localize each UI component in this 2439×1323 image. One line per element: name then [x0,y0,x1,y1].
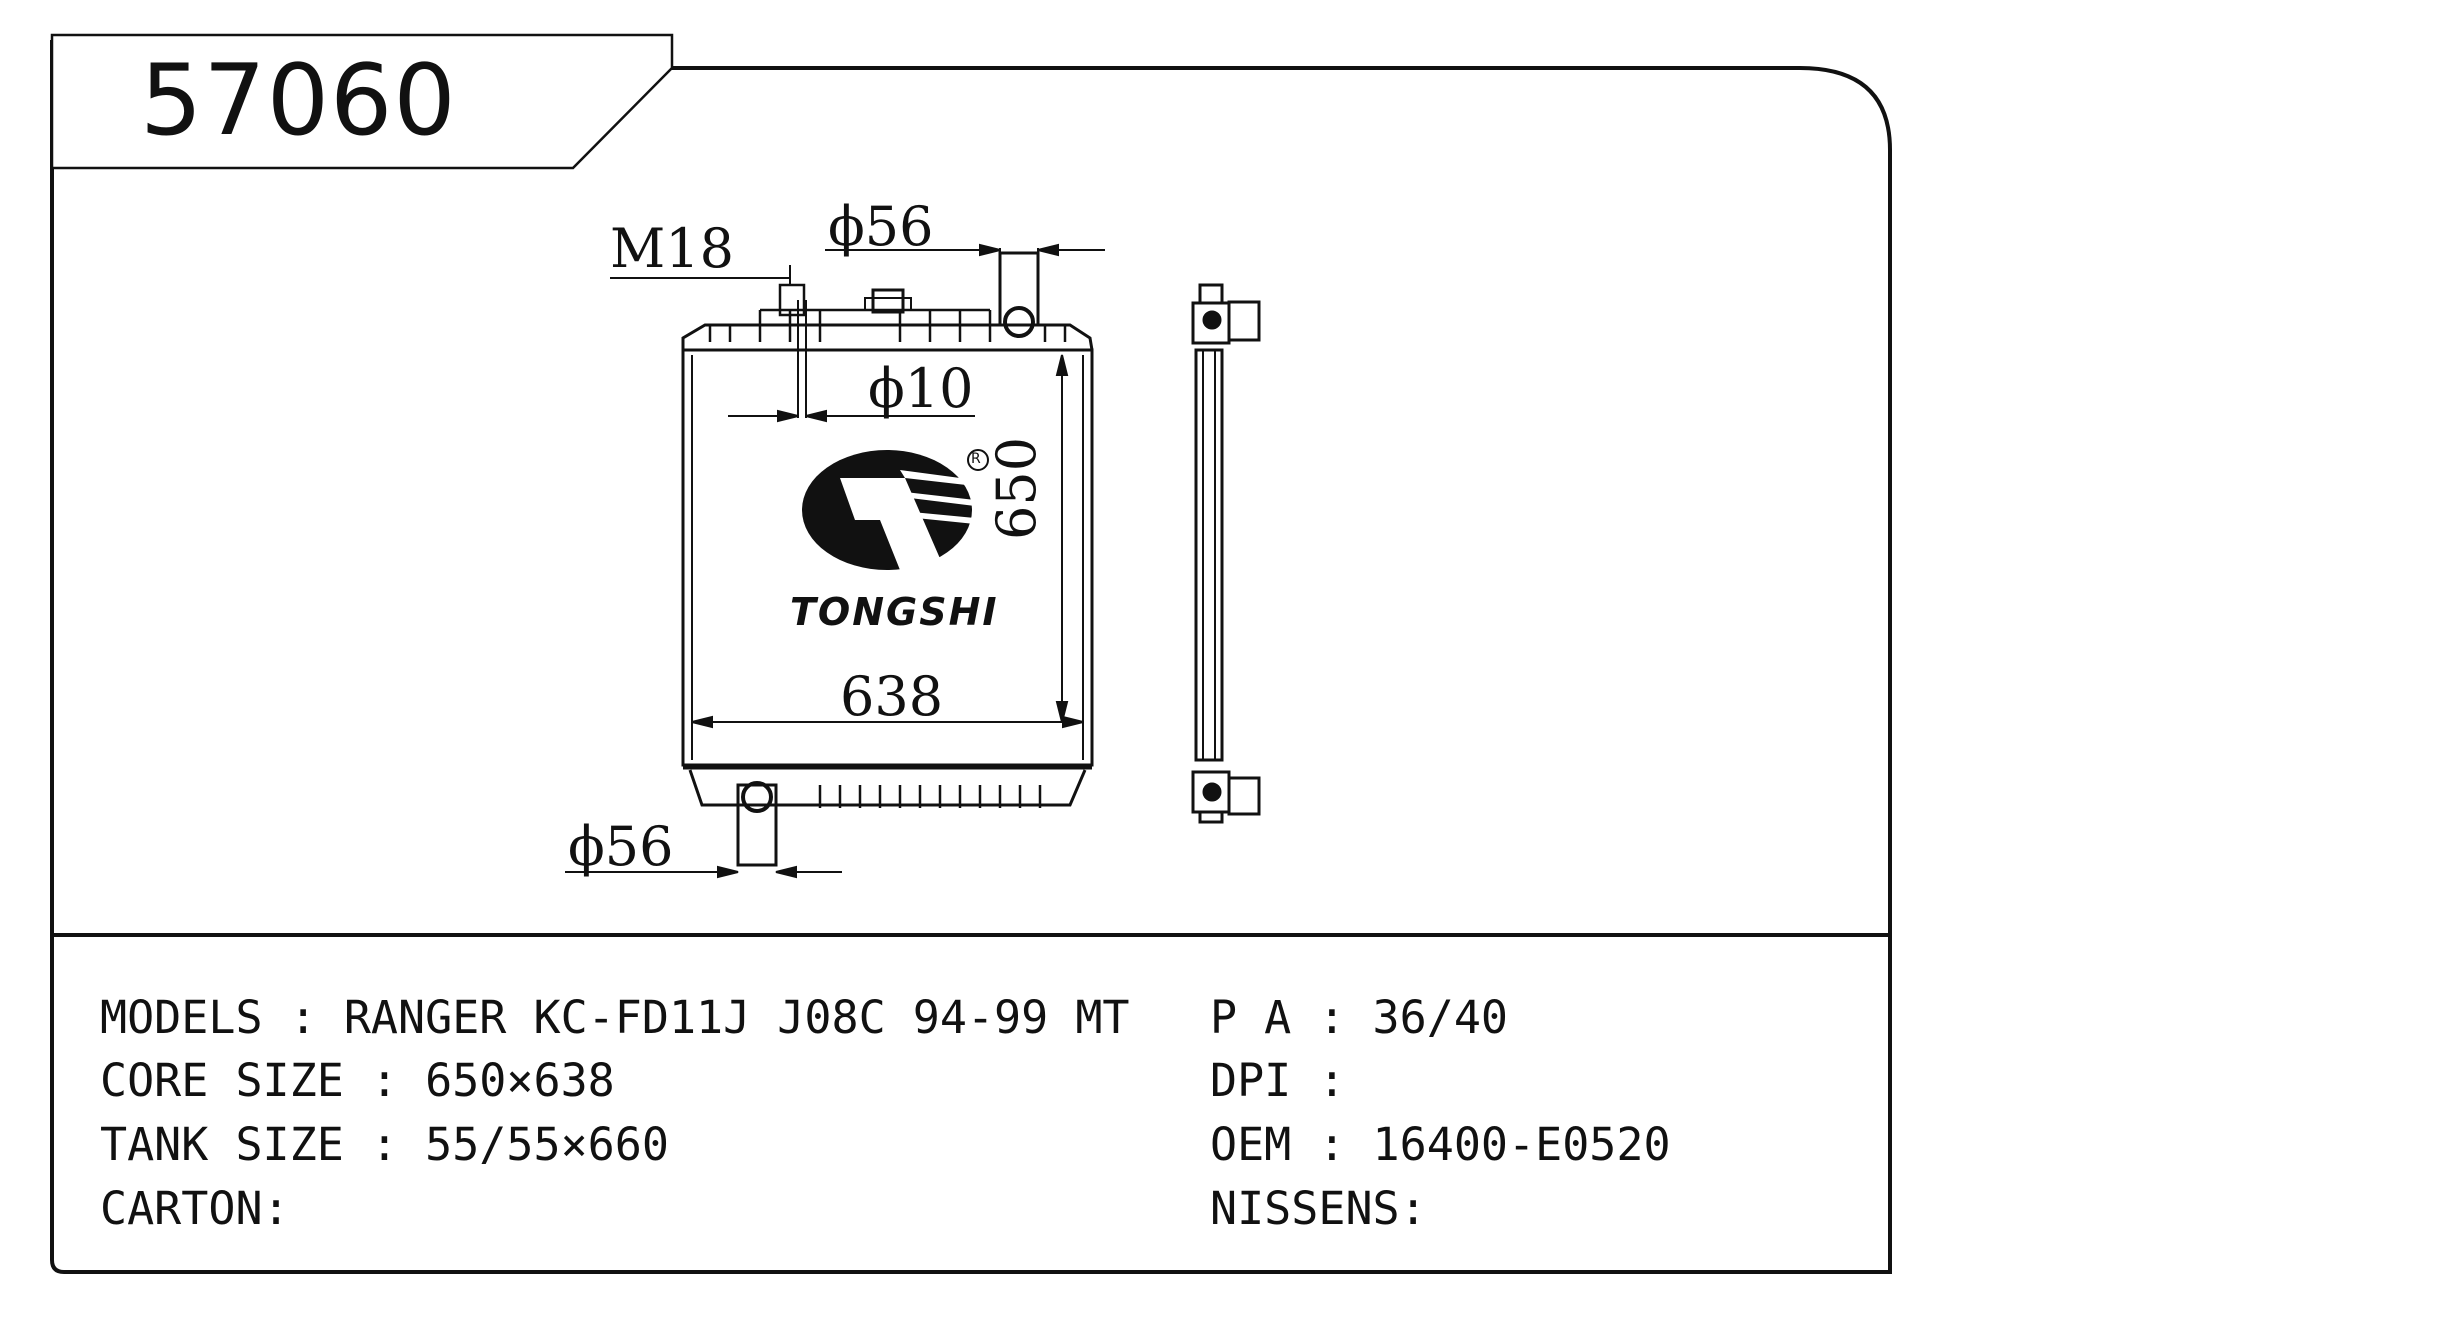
dim-638: 638 [840,665,944,728]
dimension-lines [565,243,1105,879]
spec-carton: CARTON: [100,1182,290,1235]
spec-core-size: CORE SIZE : 650×638 [100,1054,615,1107]
header-tab [50,33,674,170]
radiator-side-view [1191,283,1261,824]
dim-phi10: ϕ10 [868,357,974,420]
part-number: 57060 [140,44,457,158]
spec-nissens: NISSENS: [1210,1182,1427,1235]
outer-frame [50,40,1892,1274]
dim-phi56-top: ϕ56 [828,195,934,258]
radiator-front-view [681,251,1094,867]
spec-models: MODELS : RANGER KC-FD11J J08C 94-99 MT [100,991,1130,1044]
spec-oem: OEM : 16400-E0520 [1210,1118,1671,1171]
dim-650: 650 [985,436,1048,540]
spec-tank-size: TANK SIZE : 55/55×660 [100,1118,669,1171]
dim-phi56-bottom: ϕ56 [568,815,674,878]
brand-name: TONGSHI [790,590,999,634]
spec-pa: P A : 36/40 [1210,991,1509,1044]
spec-dpi: DPI : [1210,1054,1346,1107]
dim-m18: M18 [610,217,735,280]
tongshi-logo-mark [802,449,989,570]
registered-mark: R [971,451,981,467]
